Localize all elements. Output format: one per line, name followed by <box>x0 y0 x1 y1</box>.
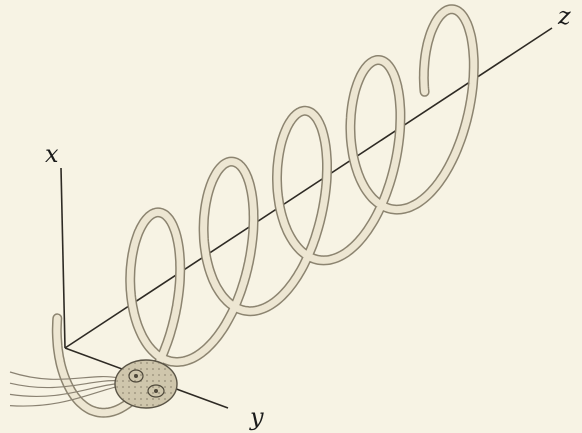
axes <box>61 28 552 408</box>
x-axis-label: x <box>45 140 59 168</box>
organism-cell-texture <box>116 361 176 407</box>
organism <box>10 360 177 408</box>
y-axis-label: y <box>249 403 264 431</box>
helix-tube-outline <box>57 9 474 413</box>
z-axis-line <box>65 28 552 348</box>
z-axis-label: z <box>557 2 571 30</box>
helix-coil <box>57 9 474 413</box>
